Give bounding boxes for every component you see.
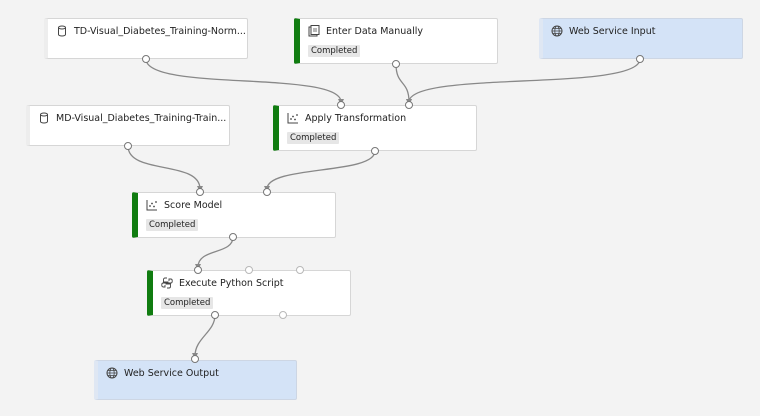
output-port[interactable]	[371, 147, 379, 155]
node-md-dataset[interactable]: MD-Visual_Diabetes_Training-Train...	[26, 105, 230, 146]
python-icon	[161, 277, 173, 289]
input-port[interactable]	[196, 188, 204, 196]
status-badge: Completed	[146, 219, 199, 231]
input-port[interactable]	[194, 266, 202, 274]
node-title: Web Service Input	[569, 25, 656, 37]
output-port[interactable]	[279, 311, 287, 319]
output-port[interactable]	[229, 233, 237, 241]
node-web-service-output[interactable]: Web Service Output	[94, 360, 297, 400]
input-port[interactable]	[191, 355, 199, 363]
wire-python-to-wsout	[192, 314, 216, 359]
enter-data-icon	[308, 25, 320, 37]
wire-score-to-python	[195, 236, 234, 270]
input-port[interactable]	[245, 266, 253, 274]
globe-icon	[106, 367, 118, 379]
wire-md-to-score	[127, 145, 203, 192]
wire-apply-to-score	[264, 150, 376, 192]
input-port[interactable]	[337, 101, 345, 109]
node-execute-python-script[interactable]: Execute Python Script Completed	[147, 270, 351, 316]
node-web-service-input[interactable]: Web Service Input	[539, 18, 743, 59]
module-icon	[146, 199, 158, 211]
output-port[interactable]	[636, 55, 644, 63]
input-port[interactable]	[296, 266, 304, 274]
dataset-icon	[56, 25, 68, 37]
node-title: MD-Visual_Diabetes_Training-Train...	[56, 112, 227, 124]
wire-wsin-to-apply	[406, 58, 641, 105]
status-badge: Completed	[161, 297, 214, 309]
wire-td-to-apply	[145, 58, 344, 105]
node-apply-transformation[interactable]: Apply Transformation Completed	[273, 105, 477, 151]
node-title: Execute Python Script	[179, 277, 284, 289]
globe-icon	[551, 25, 563, 37]
output-port[interactable]	[211, 311, 219, 319]
node-td-dataset[interactable]: TD-Visual_Diabetes_Training-Norm...	[44, 18, 248, 59]
node-score-model[interactable]: Score Model Completed	[132, 192, 336, 238]
node-title: TD-Visual_Diabetes_Training-Norm...	[74, 25, 246, 37]
input-port[interactable]	[263, 188, 271, 196]
output-port[interactable]	[392, 60, 400, 68]
node-title: Apply Transformation	[305, 112, 407, 124]
wire-enter-to-apply	[395, 63, 412, 105]
node-title: Web Service Output	[124, 367, 219, 379]
status-badge: Completed	[308, 45, 361, 57]
status-badge: Completed	[287, 132, 340, 144]
module-icon	[287, 112, 299, 124]
input-port[interactable]	[405, 101, 413, 109]
node-enter-data-manually[interactable]: Enter Data Manually Completed	[294, 18, 498, 64]
dataset-icon	[38, 112, 50, 124]
output-port[interactable]	[124, 142, 132, 150]
node-title: Enter Data Manually	[326, 25, 424, 37]
node-title: Score Model	[164, 199, 223, 211]
output-port[interactable]	[142, 55, 150, 63]
